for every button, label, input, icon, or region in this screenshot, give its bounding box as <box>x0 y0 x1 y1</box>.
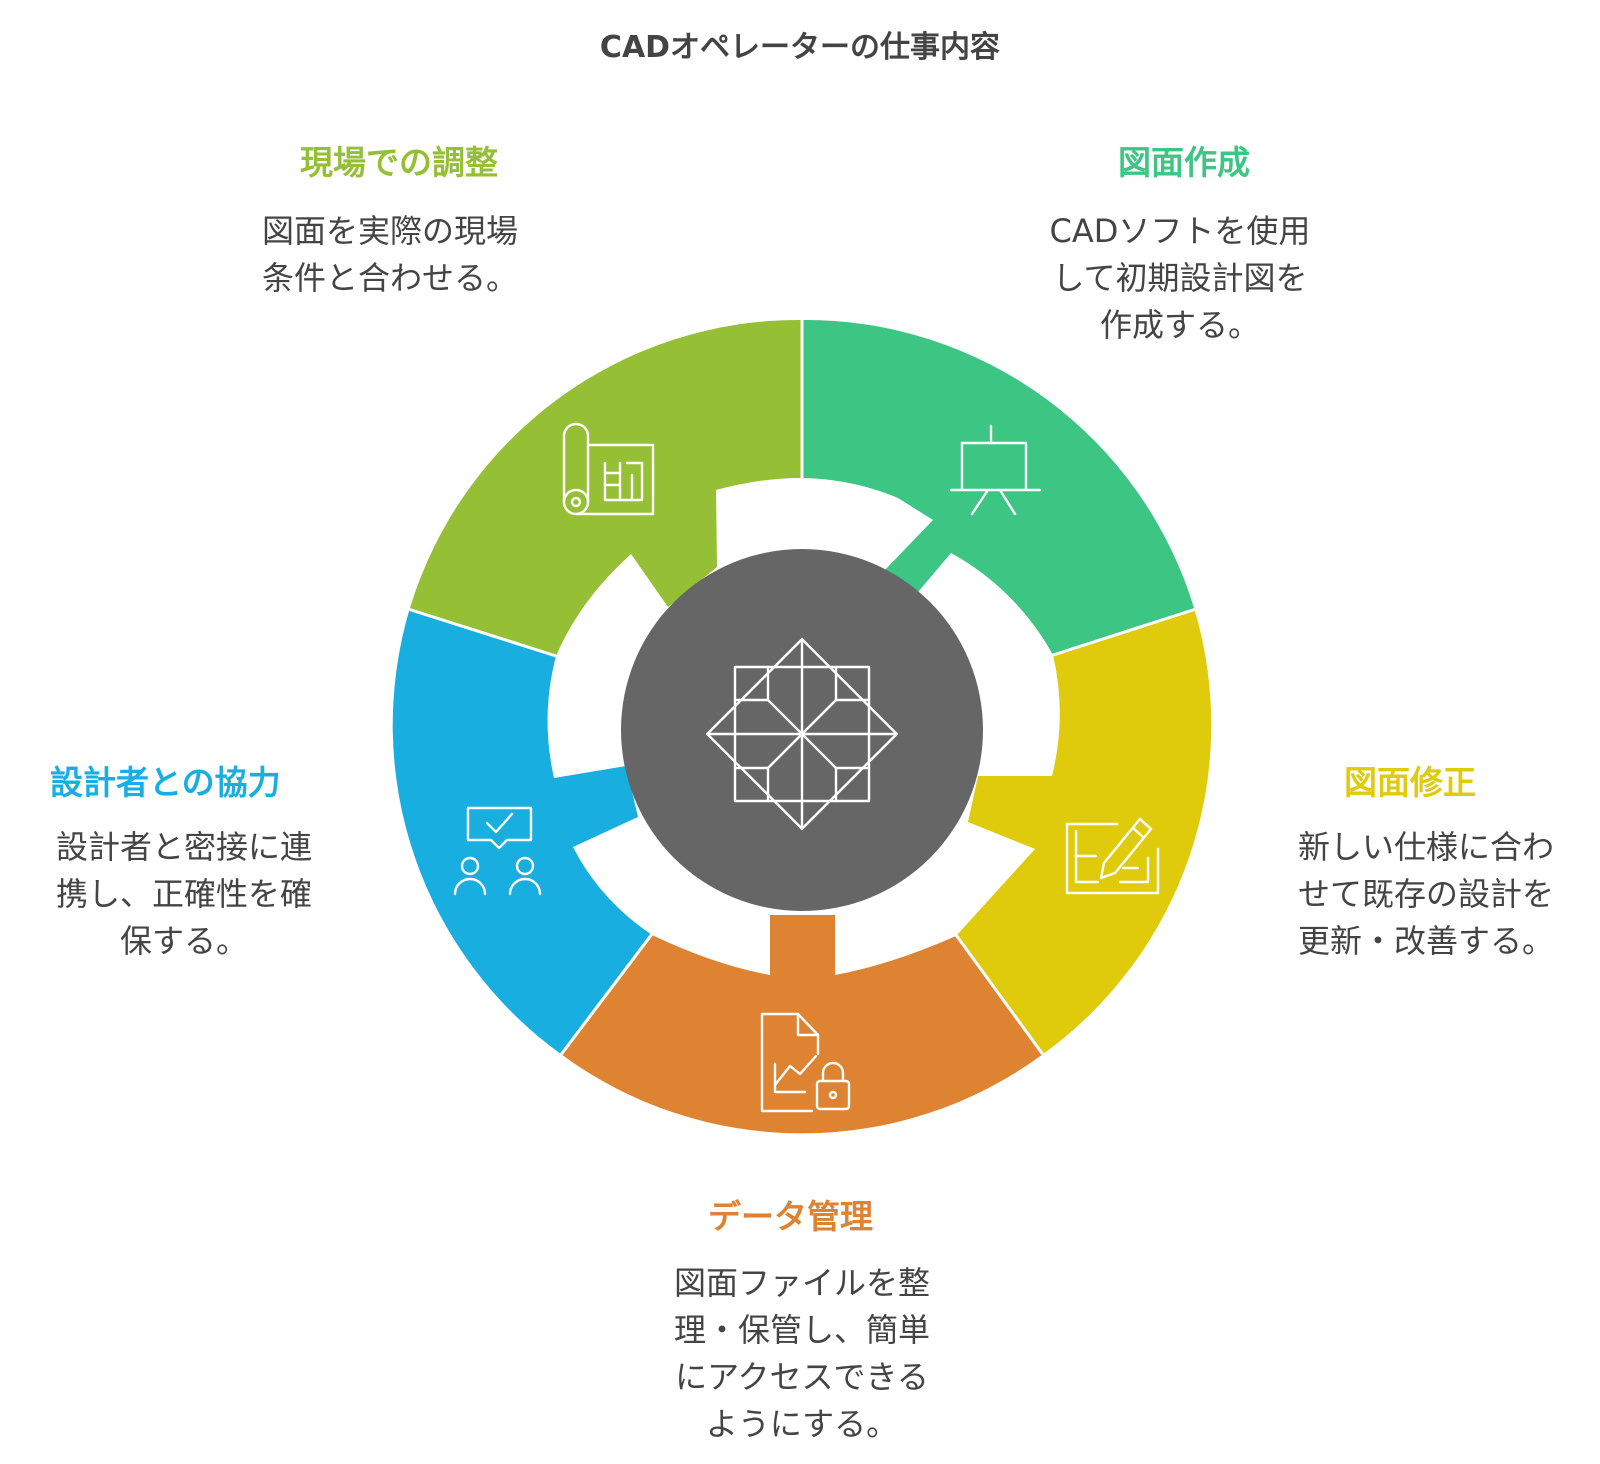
description-line: 保する。 <box>119 922 248 960</box>
geometric-star-icon <box>705 637 899 831</box>
description-data: 図面ファイルを整 理・保管し、簡単 にアクセスできる ようにする。 <box>642 1260 962 1448</box>
description-collab: 設計者と密接に連 携し、正確性を確 保する。 <box>24 824 344 965</box>
locked-chart-document-icon <box>760 1012 851 1113</box>
heading-collab: 設計者との協力 <box>50 763 281 802</box>
description-line: 新しい仕様に合わ <box>1297 828 1554 866</box>
segment-collab <box>392 609 652 1055</box>
segment-revision <box>956 609 1212 1055</box>
description-site: 図面を実際の現場 条件と合わせる。 <box>262 208 582 302</box>
description-line: して初期設計図を <box>1052 259 1308 297</box>
description-line: 図面を実際の現場 <box>262 212 519 250</box>
blueprint-scroll-icon <box>562 422 655 516</box>
description-line: 設計者と密接に連 <box>55 828 312 866</box>
heading-site: 現場での調整 <box>300 143 498 182</box>
description-line: CADソフトを使用 <box>1049 212 1311 250</box>
description-line: せて既存の設計を <box>1297 875 1554 913</box>
description-line: 条件と合わせる。 <box>262 259 519 297</box>
description-line: 理・保管し、簡単 <box>673 1311 930 1349</box>
heading-drawing: 図面作成 <box>1118 143 1250 182</box>
description-line: 図面ファイルを整 <box>673 1264 930 1302</box>
heading-revision: 図面修正 <box>1344 763 1476 802</box>
blueprint-pencil-icon <box>1065 817 1160 895</box>
description-line: 作成する。 <box>1099 306 1260 344</box>
heading-data: データ管理 <box>708 1197 873 1236</box>
description-line: ようにする。 <box>705 1405 899 1443</box>
description-line: 更新・改善する。 <box>1297 922 1554 960</box>
segment-data <box>561 915 1043 1134</box>
diagram-title: CADオペレーターの仕事内容 <box>599 30 1001 65</box>
description-drawing: CADソフトを使用 して初期設計図を 作成する。 <box>1020 208 1340 349</box>
presentation-easel-icon <box>949 424 1042 516</box>
description-line: にアクセスできる <box>675 1358 929 1396</box>
segment-drawing <box>802 319 1195 655</box>
segment-dividers <box>407 318 1197 1057</box>
description-line: 携し、正確性を確 <box>55 875 312 913</box>
team-approval-icon <box>453 806 542 896</box>
description-revision: 新しい仕様に合わ せて既存の設計を 更新・改善する。 <box>1266 824 1586 965</box>
